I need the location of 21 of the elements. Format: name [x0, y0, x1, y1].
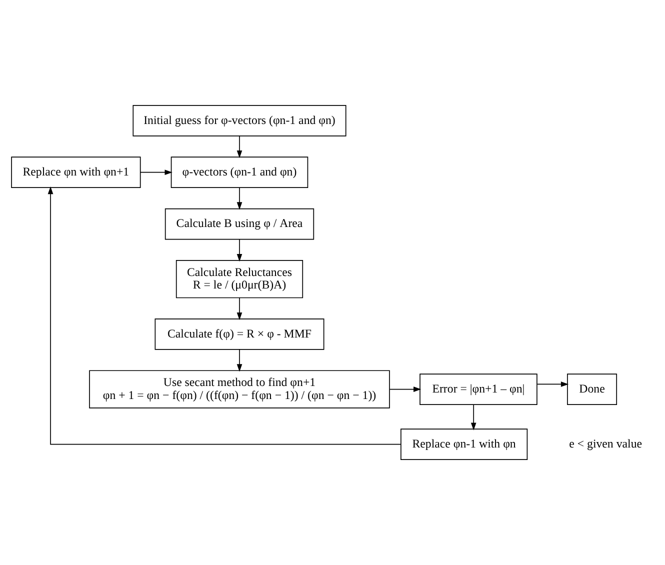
node-box: Calculate f(φ) = R × φ - MMF [154, 318, 324, 350]
arrow [236, 349, 242, 372]
node-box: φ-vectors (φn-1 and φn) [170, 156, 308, 188]
node-box: Use secant method to find φn+1 φn + 1 = φn − f(φn) / ((f(φn) − f(φn − 1)) / (φn − φn − 1)) [89, 370, 390, 408]
arrow [536, 382, 569, 387]
arrow [236, 238, 242, 262]
arrow [236, 297, 242, 320]
node-box: Calculate Reluctances R = le / (μ0μr(B)A) [176, 260, 304, 298]
label: e < given value [569, 436, 642, 450]
arrow [140, 170, 172, 175]
node-box: Calculate B using φ / Area [164, 208, 314, 240]
node-box: Done [567, 374, 618, 405]
arrow [236, 187, 242, 210]
node-box: Initial guess for φ-vectors (φn-1 and φn) [132, 104, 346, 136]
arrow [48, 186, 402, 445]
arrow [389, 386, 422, 392]
node-box: Error = |φn+1 – φn| [420, 374, 538, 405]
node-box: Replace φn-1 with φn [400, 428, 528, 460]
arrow [236, 136, 242, 158]
arrow [470, 404, 476, 430]
node-box: Replace φn with φn+1 [11, 156, 141, 188]
